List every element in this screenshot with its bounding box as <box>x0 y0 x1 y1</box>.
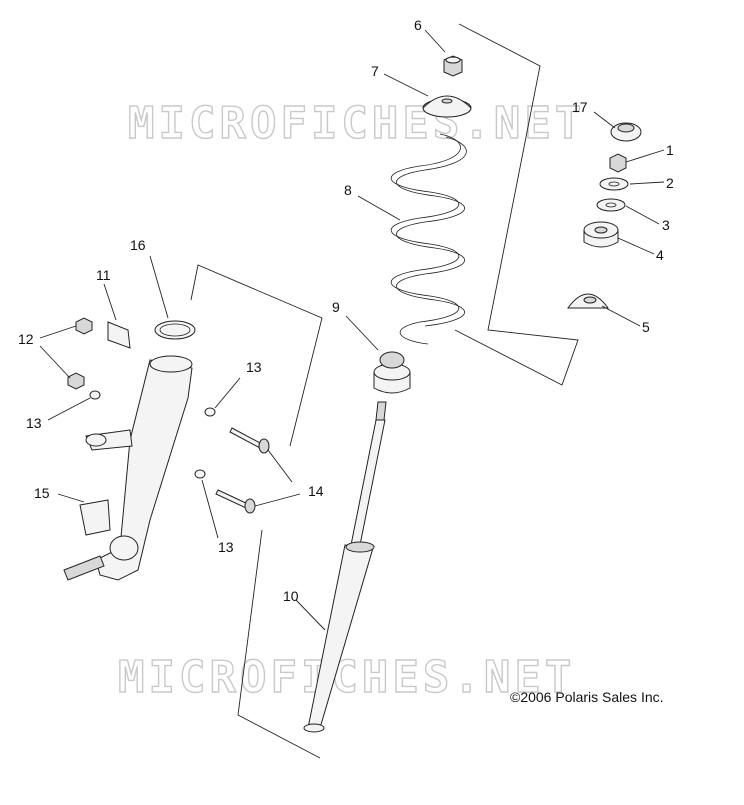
part-2-washer[interactable] <box>599 177 629 191</box>
callout-2: 2 <box>666 175 674 191</box>
part-10-shock-absorber[interactable] <box>303 401 387 733</box>
callout-15: 15 <box>34 485 50 501</box>
callout-9: 9 <box>332 299 340 315</box>
callout-13-upper: 13 <box>246 359 262 375</box>
callout-10: 10 <box>283 588 299 604</box>
copyright-text: ©2006 Polaris Sales Inc. <box>510 689 664 705</box>
callout-13-lower: 13 <box>218 539 234 555</box>
part-1-nut[interactable] <box>609 153 627 173</box>
part-12-nuts[interactable] <box>67 317 93 390</box>
callout-14: 14 <box>308 483 324 499</box>
part-16-o-ring[interactable] <box>154 320 196 340</box>
callout-16: 16 <box>130 237 146 253</box>
watermark-top: MICROFICHES.NET <box>128 98 585 149</box>
callout-6: 6 <box>414 17 422 33</box>
part-9-bump-stop[interactable] <box>373 351 411 394</box>
callout-4: 4 <box>656 247 664 263</box>
callout-8: 8 <box>344 182 352 198</box>
callout-5: 5 <box>642 319 650 335</box>
part-4-bushing[interactable] <box>583 221 619 248</box>
callout-3: 3 <box>662 217 670 233</box>
callout-7: 7 <box>371 63 379 79</box>
part-17-top-mount[interactable] <box>610 122 642 142</box>
callout-labels: 6 7 8 9 10 17 1 2 3 4 5 16 11 12 13 13 1… <box>18 17 674 604</box>
callout-11: 11 <box>96 267 111 283</box>
part-13-washers[interactable] <box>89 390 216 479</box>
leader-lines <box>39 29 665 631</box>
bracket-upper-assembly <box>454 23 579 386</box>
part-5-dust-cap[interactable] <box>567 293 609 309</box>
bracket-shock-assembly <box>190 264 323 759</box>
watermark-bottom: MICROFICHES.NET <box>118 652 575 703</box>
callout-13-left: 13 <box>26 415 42 431</box>
callout-12: 12 <box>18 331 34 347</box>
part-6-nut[interactable] <box>443 55 463 77</box>
part-11-clip[interactable] <box>107 321 131 349</box>
callout-1: 1 <box>666 142 674 158</box>
part-8-coil-spring[interactable] <box>390 133 467 345</box>
part-15-spindle[interactable] <box>63 355 193 581</box>
part-3-washer[interactable] <box>596 198 626 212</box>
callout-17: 17 <box>572 99 588 115</box>
part-7-spring-cap[interactable] <box>422 95 472 118</box>
part-14-bolts[interactable] <box>215 427 270 514</box>
